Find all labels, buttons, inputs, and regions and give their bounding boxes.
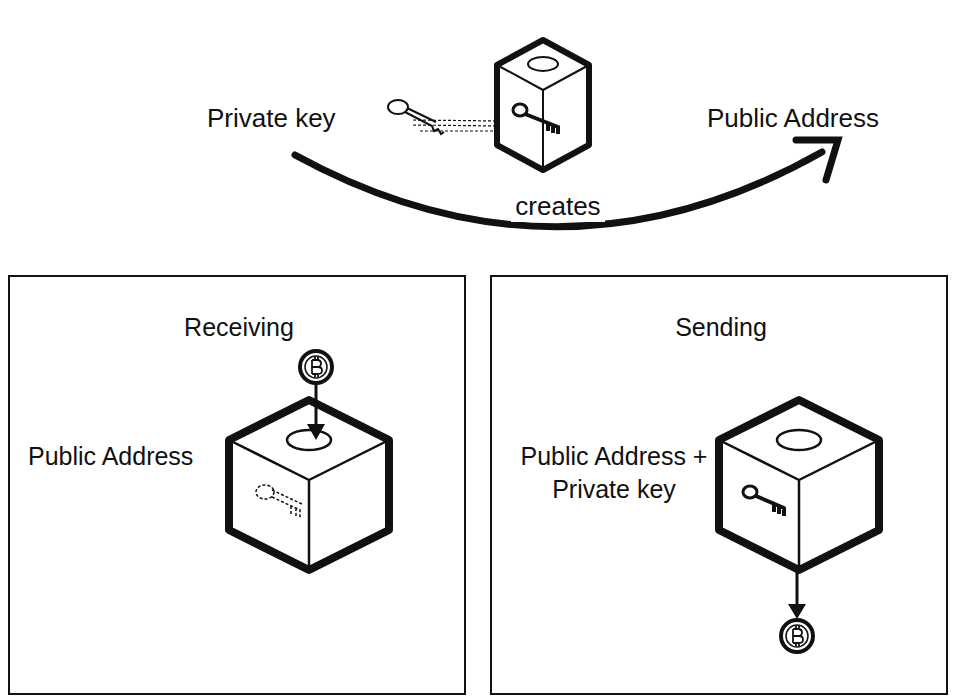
bitcoin-coin <box>300 351 332 383</box>
panel-heading: Receiving <box>89 311 389 344</box>
panel-box: SendingPublic Address + Private key <box>490 275 948 695</box>
cube <box>719 400 879 570</box>
arrow-head <box>307 424 325 440</box>
panel-label: Public Address <box>28 440 218 473</box>
bitcoin-coin <box>781 620 813 652</box>
panel-box: ReceivingPublic Address <box>8 275 466 695</box>
panel-heading: Sending <box>571 311 871 344</box>
diagram-label: Private key <box>207 102 336 134</box>
arrow-head <box>796 140 838 180</box>
arrow-head <box>788 604 806 619</box>
coin-arrow <box>315 384 318 426</box>
cube <box>229 400 389 570</box>
cube <box>497 40 589 170</box>
diagram-label: Public Address <box>707 102 879 134</box>
diagram-label: creates <box>511 190 604 222</box>
key <box>388 100 558 134</box>
coin-arrow <box>796 572 799 606</box>
panel-label: Public Address + Private key <box>514 440 714 506</box>
